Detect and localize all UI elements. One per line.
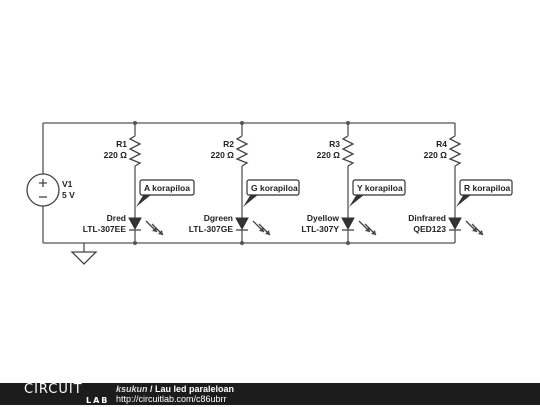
svg-text:Y korapiloa: Y korapiloa [357, 183, 403, 193]
branch-4: R4 220 Ω Dinfrared QED123 R korapiloa [408, 123, 513, 243]
logo-text: CIRCUIT [24, 382, 83, 397]
led-dyellow [341, 217, 377, 236]
svg-text:R korapiloa: R korapiloa [464, 183, 511, 193]
led-part: QED123 [413, 224, 446, 234]
circuit-title: Lau led paraleloan [155, 384, 235, 394]
branch-2: R2 220 Ω Dgreen LTL-307GE G korapiloa [189, 121, 300, 245]
svg-text:G korapiloa: G korapiloa [251, 183, 298, 193]
net-label-tag: G korapiloa [243, 179, 300, 207]
circuitlab-logo[interactable]: CIRCUIT LAB [24, 382, 107, 405]
resistor-r2 [235, 135, 249, 167]
ground-symbol [70, 243, 98, 265]
resistor-r3 [341, 135, 355, 167]
circuit-url[interactable]: http://circuitlab.com/c86ubrr [116, 394, 227, 404]
led-part: LTL-307Y [301, 224, 339, 234]
source-name: V1 [62, 179, 73, 189]
resistor-value: 220 Ω [424, 150, 448, 160]
net-label-tag: R korapiloa [456, 179, 513, 207]
resistor-name: R1 [116, 139, 127, 149]
footer-bar: CIRCUIT LAB ksukun / Lau led paraleloan … [0, 383, 540, 405]
resistor-value: 220 Ω [104, 150, 128, 160]
resistor-name: R2 [223, 139, 234, 149]
author-name[interactable]: ksukun [116, 384, 148, 394]
title-separator: / [147, 384, 156, 394]
led-name: Dyellow [307, 213, 340, 223]
resistor-r1 [128, 135, 142, 167]
resistor-name: R3 [329, 139, 340, 149]
net-label-tag: A korapiloa [136, 179, 195, 207]
led-dgreen [235, 217, 271, 236]
resistor-r4 [448, 135, 462, 167]
led-name: Dinfrared [408, 213, 446, 223]
voltage-source-v1: V1 5 V [26, 123, 75, 243]
led-name: Dred [107, 213, 126, 223]
resistor-value: 220 Ω [317, 150, 341, 160]
led-dinfrared [448, 217, 484, 236]
branch-3: R3 220 Ω Dyellow LTL-307Y Y korapiloa [301, 121, 406, 245]
branch-1: R1 220 Ω Dred LTL-307EE A korapiloa [83, 121, 195, 245]
net-label-tag: Y korapiloa [349, 179, 406, 207]
led-name: Dgreen [204, 213, 233, 223]
led-part: LTL-307GE [189, 224, 234, 234]
source-value: 5 V [62, 190, 75, 200]
logo-subtext: LAB [86, 396, 110, 405]
resistor-name: R4 [436, 139, 447, 149]
circuit-schematic: V1 5 V R1 220 Ω Dred LTL-307EE A korapil… [26, 121, 513, 265]
resistor-value: 220 Ω [211, 150, 235, 160]
author-title: ksukun / Lau led paraleloan [116, 384, 234, 394]
svg-text:A korapiloa: A korapiloa [144, 183, 190, 193]
led-dred [128, 217, 164, 236]
led-part: LTL-307EE [83, 224, 127, 234]
